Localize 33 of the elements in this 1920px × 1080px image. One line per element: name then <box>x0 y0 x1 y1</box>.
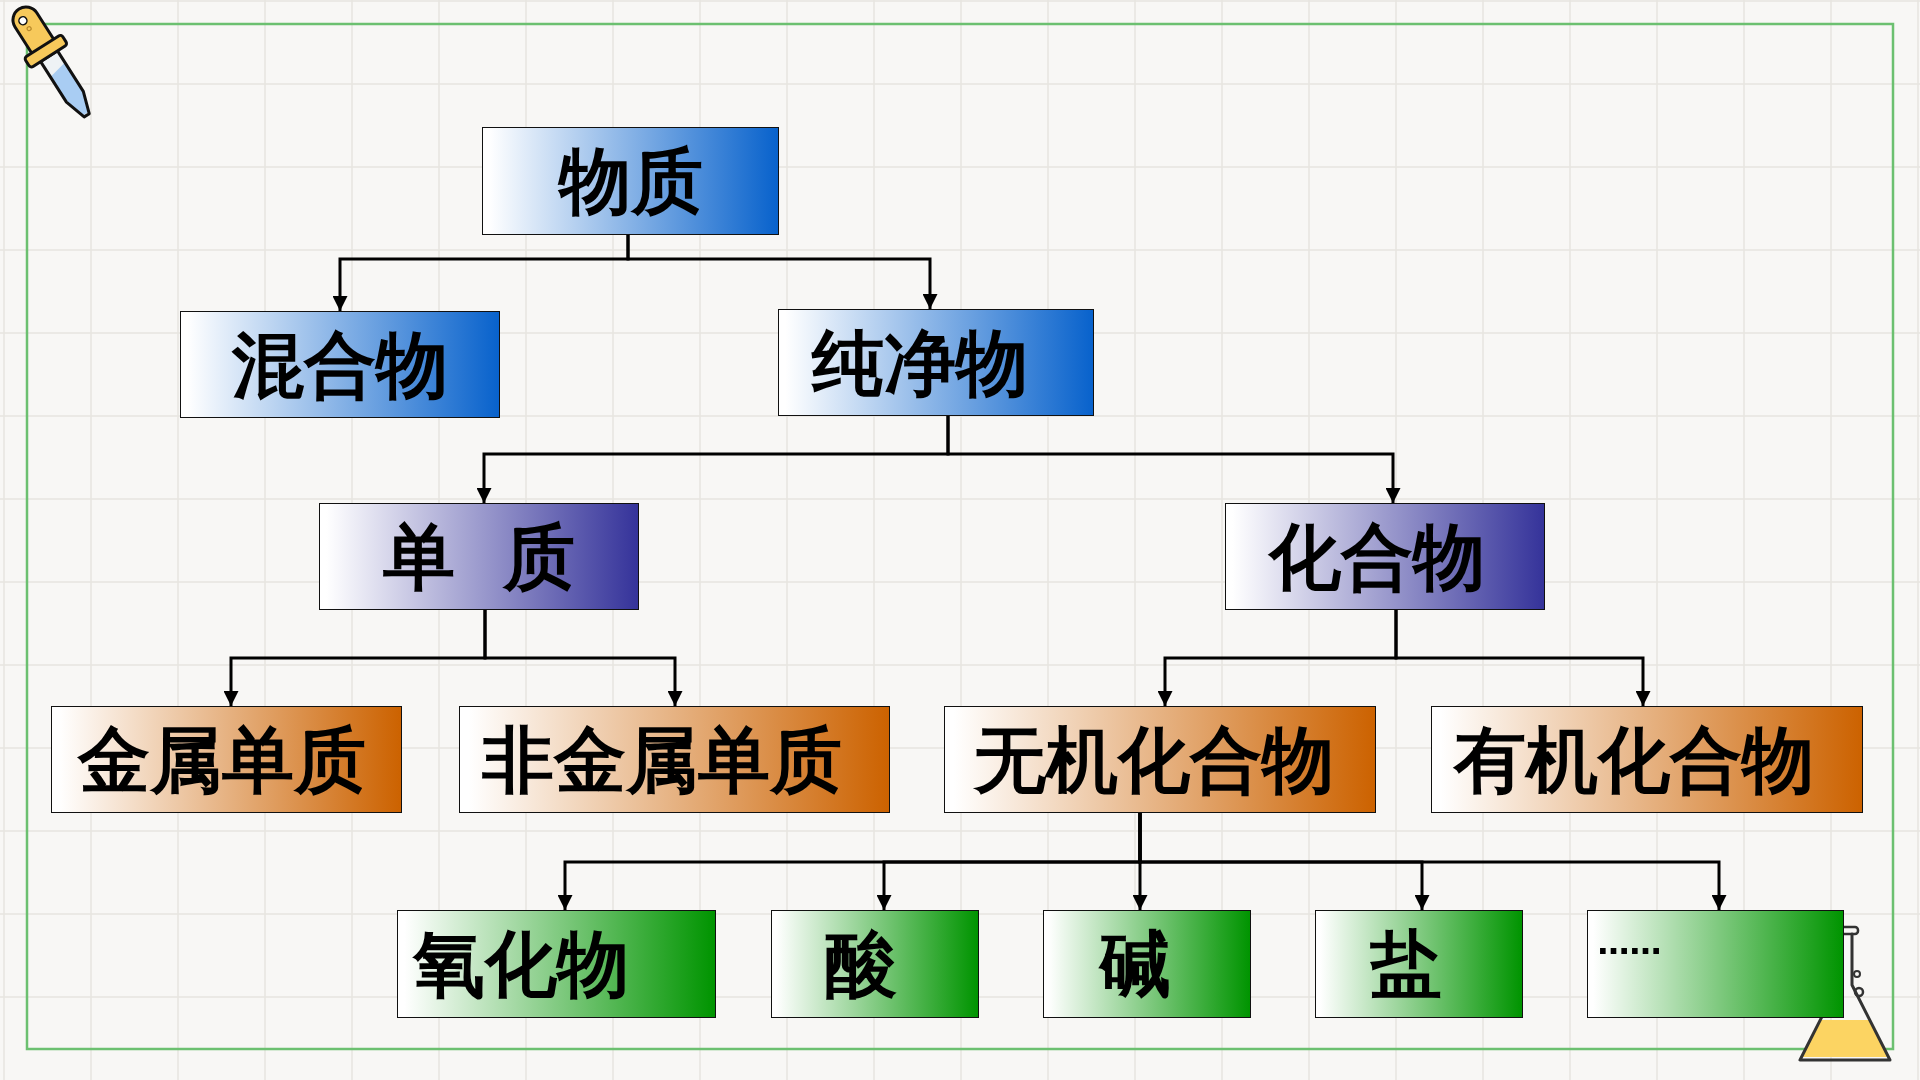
category-box <box>180 311 500 418</box>
category-box <box>482 127 779 235</box>
arrow <box>483 610 683 706</box>
category-box <box>397 910 716 1018</box>
category-label: 无机化合物 <box>974 723 1334 796</box>
category-label: 混合物 <box>232 328 448 401</box>
category-box <box>944 706 1376 813</box>
category-label: 物质 <box>558 145 703 217</box>
arrow <box>946 416 1401 503</box>
category-label: 盐 <box>1370 928 1442 1000</box>
category-box <box>1587 910 1844 1018</box>
category-box <box>459 706 890 813</box>
category-label: …… <box>1597 927 1662 959</box>
arrow <box>626 235 938 309</box>
category-box <box>771 910 979 1018</box>
category-label: 金属单质 <box>77 723 366 796</box>
category-box <box>1315 910 1523 1018</box>
arrow <box>1138 813 1727 910</box>
category-label: 纯净物 <box>812 326 1028 399</box>
category-label: 酸 <box>825 928 897 1000</box>
category-box <box>1225 503 1545 610</box>
category-box <box>778 309 1094 416</box>
category-label: 单 质 <box>383 520 575 593</box>
arrow <box>1394 610 1651 706</box>
category-label: 化合物 <box>1269 520 1485 593</box>
category-box <box>319 503 639 610</box>
category-label: 碱 <box>1099 928 1171 1000</box>
category-label: 有机化合物 <box>1454 723 1814 796</box>
category-box <box>1431 706 1863 813</box>
category-label: 非金属单质 <box>481 723 842 796</box>
category-box <box>1043 910 1251 1018</box>
category-label: 氧化物 <box>412 928 629 1000</box>
category-box <box>51 706 402 813</box>
